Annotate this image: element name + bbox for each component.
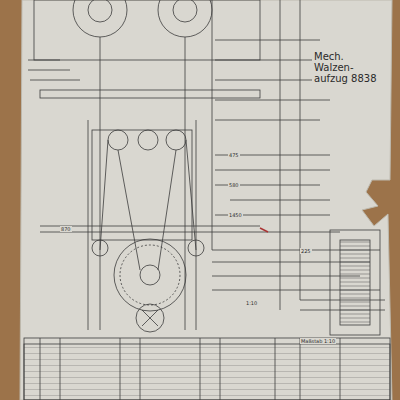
dimension-label: 1450 — [228, 212, 243, 218]
dimension-label: 580 — [228, 182, 240, 188]
dimension-label: Maßstab 1:10 — [300, 338, 336, 344]
dimension-label: 225 — [300, 248, 312, 254]
paper-sheet — [20, 0, 392, 400]
dimension-label: 870 — [60, 226, 72, 232]
dimension-label: 475 — [228, 152, 240, 158]
drawing-title: Mech. Walzen- aufzug 8838 — [312, 50, 386, 85]
dimension-label: 1:10 — [245, 300, 258, 306]
